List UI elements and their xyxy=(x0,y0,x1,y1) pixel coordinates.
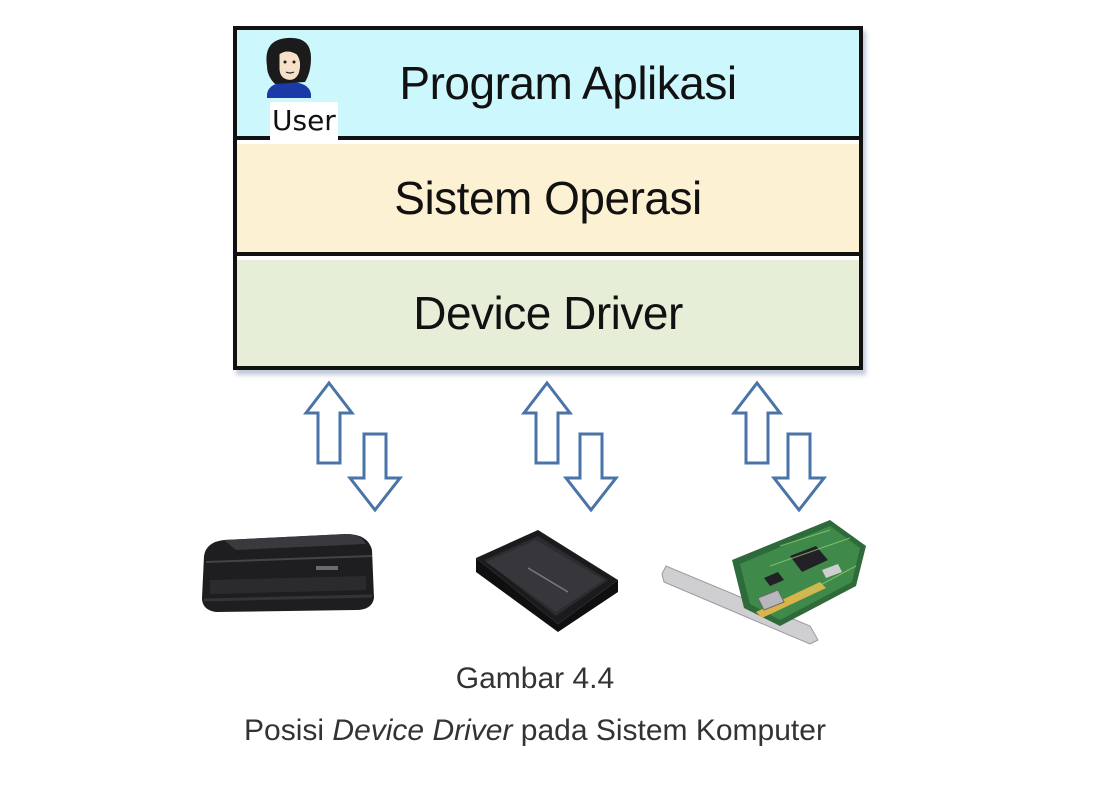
caption-emphasis: Device Driver xyxy=(332,714,513,747)
up-arrow-icon xyxy=(732,381,782,465)
down-arrow-icon xyxy=(772,432,826,512)
layer-program-aplikasi: Program Aplikasi xyxy=(237,30,859,140)
network-card-icon xyxy=(661,520,866,645)
layer-device-driver: Device Driver xyxy=(237,260,859,366)
down-arrow-icon xyxy=(564,432,618,512)
user-badge: User xyxy=(253,32,338,140)
printer-icon xyxy=(202,534,374,612)
layer-sistem-operasi-label: Sistem Operasi xyxy=(394,172,702,224)
figure-caption: Posisi Device Driver pada Sistem Kompute… xyxy=(0,714,1070,748)
user-label: User xyxy=(270,102,338,140)
scanner-icon xyxy=(476,530,618,632)
up-arrow-icon xyxy=(304,381,354,465)
layer-stack: Program Aplikasi Sistem Operasi Device D… xyxy=(233,26,863,370)
arrow-pair-scanner xyxy=(522,381,618,512)
layer-program-aplikasi-label: Program Aplikasi xyxy=(399,57,737,109)
layer-device-driver-label: Device Driver xyxy=(413,287,683,339)
layer-sistem-operasi: Sistem Operasi xyxy=(237,144,859,256)
figure-number: Gambar 4.4 xyxy=(455,662,615,695)
caption-pre: Posisi xyxy=(244,714,333,747)
up-arrow-icon xyxy=(522,381,572,465)
arrow-pair-network-card xyxy=(732,381,826,512)
user-icon xyxy=(266,37,311,98)
caption-post: pada Sistem Komputer xyxy=(512,714,826,747)
arrow-pair-printer xyxy=(304,381,402,512)
down-arrow-icon xyxy=(348,432,402,512)
